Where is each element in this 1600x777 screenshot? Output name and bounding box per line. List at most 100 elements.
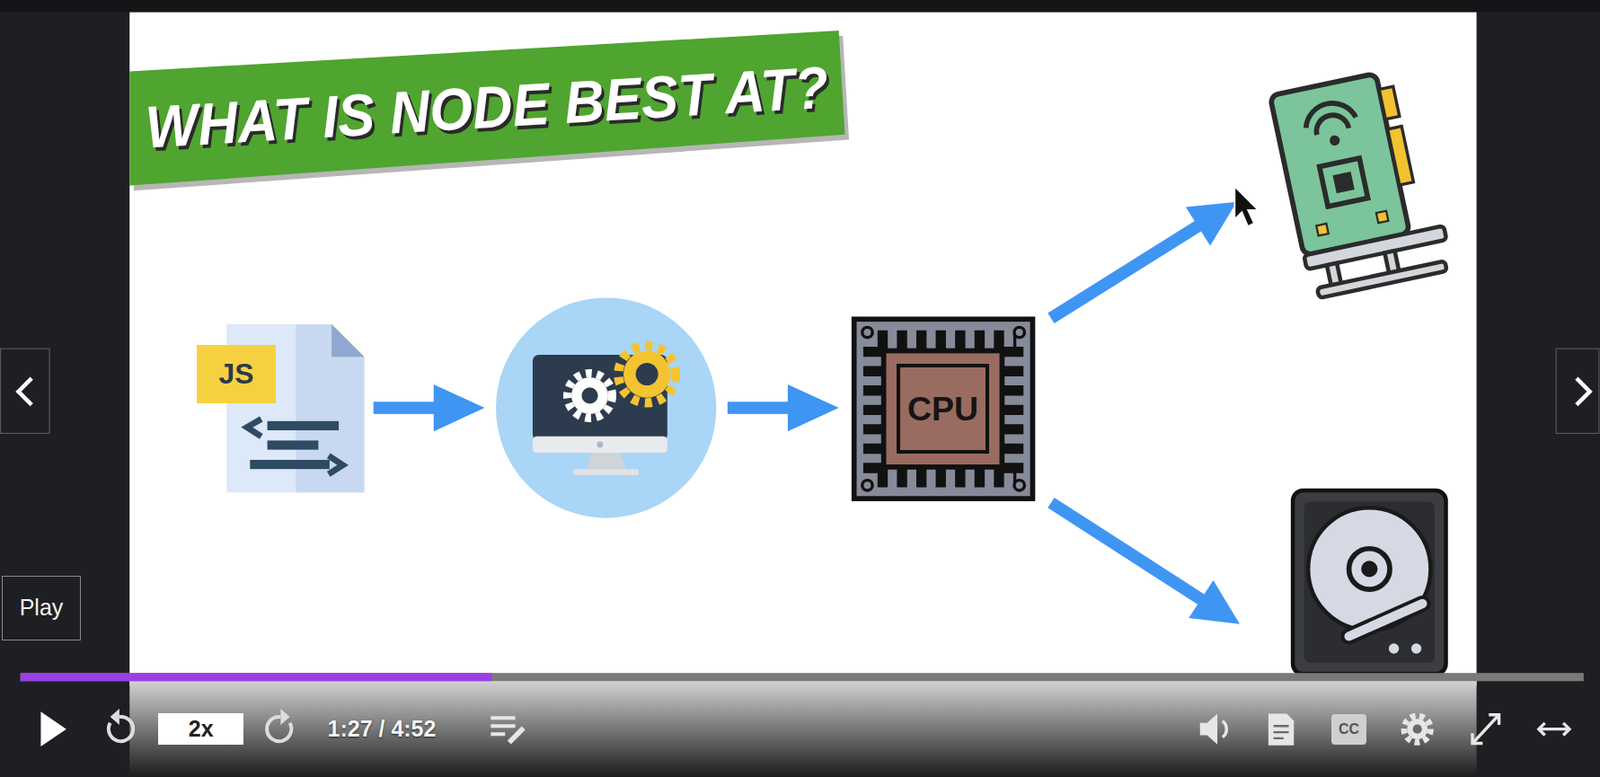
flow-arrow (1051, 503, 1207, 603)
network-card-icon (1376, 211, 1388, 223)
node-text: CC (1338, 721, 1360, 737)
network-card-icon (1313, 112, 1349, 135)
computer-icon (567, 372, 613, 418)
slide-title: WHAT IS NODE BEST AT? (143, 58, 831, 159)
cpu-core: CPU (896, 363, 989, 454)
flow-arrow (1051, 503, 1240, 625)
flow-arrow (1188, 580, 1240, 625)
js-file-icon (331, 324, 364, 357)
player-controls (509, 728, 524, 743)
player-controls (1413, 724, 1423, 734)
title-banner (129, 30, 849, 191)
computer-icon (581, 387, 598, 404)
computer-icon (573, 468, 639, 476)
flow-arrow (1051, 221, 1204, 319)
hard-disk-icon (1349, 603, 1424, 637)
hard-disk-icon (1411, 643, 1422, 654)
computer-icon (571, 377, 609, 415)
player-controls (1273, 725, 1290, 739)
progress-bar (20, 672, 1584, 681)
hard-disk-icon (1349, 603, 1424, 637)
progress-bar (20, 672, 1584, 681)
player-controls (40, 708, 1569, 747)
cpu-chip (883, 350, 1003, 467)
player-controls (1538, 723, 1570, 736)
file-type-tag: JS (196, 344, 275, 404)
js-file-icon (249, 459, 330, 469)
player-controls (1472, 715, 1500, 744)
cpu-chip (854, 318, 1034, 499)
node-text: JS (218, 358, 254, 390)
js-file-icon (328, 455, 344, 474)
player-controls (108, 716, 133, 742)
computer-icon (636, 362, 659, 386)
network-card-icon (1328, 134, 1341, 147)
flow-arrow (727, 384, 840, 432)
speed-button: 2x (158, 713, 244, 745)
computer-icon (532, 436, 668, 453)
network-card-icon (1319, 158, 1369, 207)
nav-button (1555, 348, 1600, 434)
player-background (129, 12, 1477, 686)
player-background (0, 0, 1600, 13)
network-card-icon (1270, 73, 1411, 257)
flow-arrow (787, 384, 840, 432)
flow-arrow (1185, 202, 1238, 247)
playback-time: 1:27 / 4:52 (327, 716, 437, 742)
js-file-icon (247, 419, 262, 437)
cpu-chip (862, 327, 873, 337)
cpu-chip (877, 467, 1017, 488)
network-card-icon (1387, 126, 1415, 186)
network-card-icon (1270, 66, 1454, 301)
flow-arrow (1051, 202, 1238, 319)
js-file-icon (267, 421, 340, 431)
computer-icon (623, 350, 671, 398)
nav-button (1555, 348, 1600, 434)
player-controls (266, 716, 292, 742)
player-controls (1406, 718, 1428, 740)
player-controls (490, 717, 515, 734)
player-controls (280, 708, 290, 725)
network-card-icon (1379, 86, 1400, 120)
computer-icon (495, 297, 717, 518)
computer-icon (585, 452, 627, 471)
cpu-chip (862, 480, 873, 491)
node-text: Play (19, 595, 64, 620)
nav-button (0, 348, 51, 434)
title-banner (129, 30, 845, 186)
cpu-chip (877, 330, 1017, 352)
hard-disk-icon (1349, 548, 1390, 590)
player-controls (40, 711, 66, 747)
hard-disk-icon (1361, 560, 1378, 577)
network-card-icon (1303, 225, 1447, 270)
network-card-icon (1333, 171, 1355, 194)
flow-arrow (433, 384, 486, 432)
computer-icon (532, 354, 668, 441)
node-text: 2x (188, 716, 214, 742)
nav-button (1576, 378, 1591, 406)
mouse-cursor (1234, 186, 1258, 227)
player-controls (110, 708, 120, 725)
node-text: CPU (907, 390, 979, 428)
network-card-icon (1317, 261, 1448, 299)
cpu-chip (1014, 327, 1025, 337)
computer-icon (596, 441, 603, 449)
player-controls (1268, 714, 1294, 746)
nav-button (0, 348, 51, 434)
cpu-chip (1003, 346, 1025, 480)
captions-button: CC (1331, 714, 1367, 745)
hard-disk-icon (1304, 502, 1435, 663)
flow-arrow (727, 401, 794, 415)
cpu-chip (863, 346, 884, 480)
player-controls (1222, 721, 1228, 738)
flow-arrow (373, 401, 440, 415)
player-controls (1200, 714, 1218, 745)
hard-disk-icon (1292, 490, 1446, 674)
cpu-chip (854, 318, 1034, 499)
hard-disk-icon (1388, 643, 1399, 654)
mouse-cursor (1234, 186, 1258, 227)
